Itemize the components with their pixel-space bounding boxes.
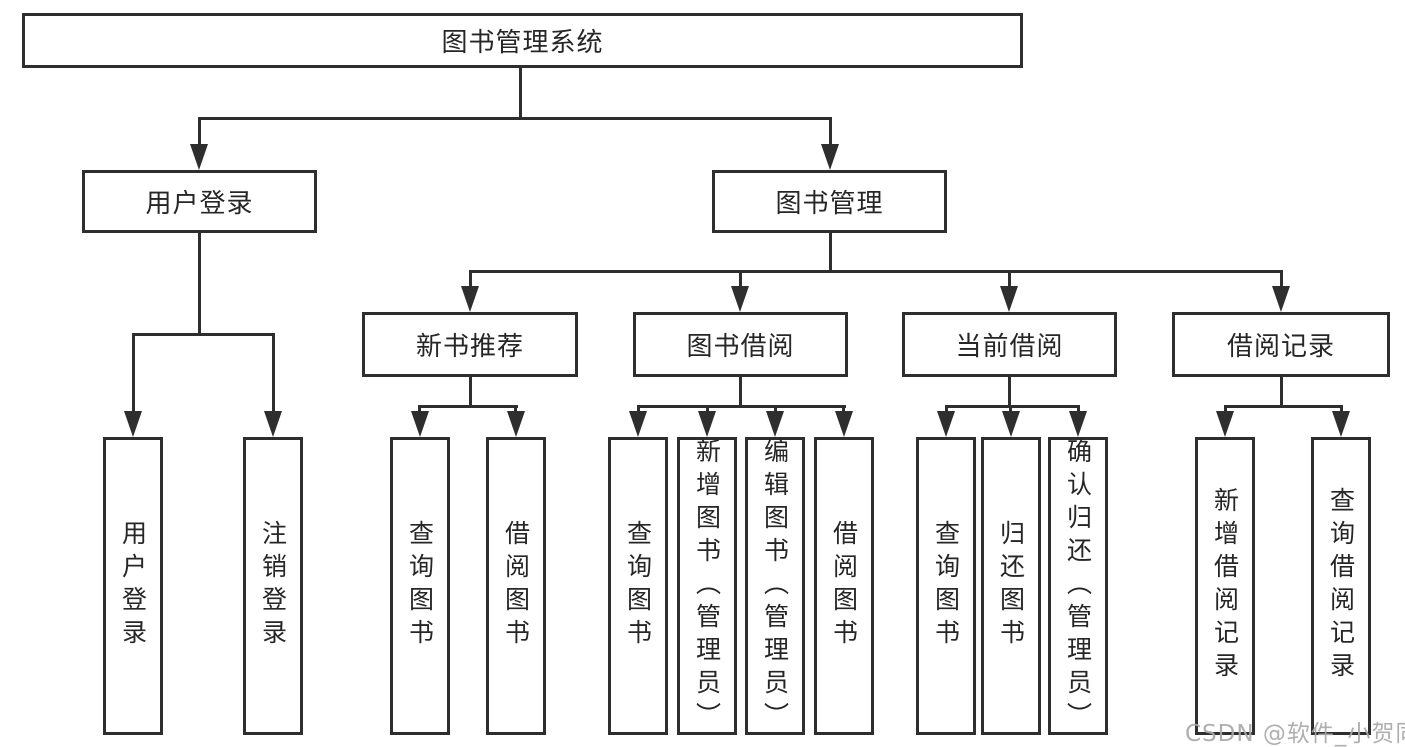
node-label: 图书借阅 — [686, 332, 795, 362]
node-book-management: 图书管理 — [712, 170, 947, 233]
connector-group-drop — [1280, 377, 1283, 408]
node-label: 借阅图书 — [501, 520, 531, 652]
arrowhead — [698, 411, 716, 437]
node-label: 图书管理 — [775, 189, 884, 219]
arrowhead — [1000, 286, 1018, 312]
arrowhead — [821, 144, 839, 170]
arrowhead — [629, 411, 647, 437]
arrowhead — [190, 144, 208, 170]
node-borrowing-records: 借阅记录 — [1172, 312, 1390, 377]
connector-book-mgmt-drop — [829, 233, 832, 273]
arrowhead — [411, 411, 429, 437]
leaf-borrow-books-2: 借阅图书 — [814, 437, 874, 735]
connector-group-drop — [739, 377, 742, 408]
leaf-add-borrow-record: 新增借阅记录 — [1195, 437, 1255, 735]
arrowhead — [507, 411, 525, 437]
arrowhead — [461, 286, 479, 312]
arrowhead — [1216, 411, 1234, 437]
leaf-query-borrow-record: 查询借阅记录 — [1311, 437, 1371, 735]
node-label: 当前借阅 — [955, 332, 1064, 362]
leaf-edit-books-admin: 编辑图书（管理员） — [745, 437, 805, 735]
connector-group-rail — [945, 405, 1080, 408]
connector-drop-current-borrow — [1008, 270, 1011, 292]
node-label: 注销登录 — [258, 520, 288, 652]
node-label: 确认归还（管理员） — [1063, 437, 1093, 735]
connector-group-rail — [418, 405, 518, 408]
arrowhead — [766, 411, 784, 437]
leaf-logout: 注销登录 — [243, 437, 303, 735]
csdn-watermark: CSDN @软件_小贺同学 — [1185, 721, 1405, 747]
node-label: 新书推荐 — [415, 332, 524, 362]
node-current-borrowing: 当前借阅 — [902, 312, 1117, 377]
node-label: 查询图书 — [623, 520, 653, 652]
node-root-library-system: 图书管理系统 — [22, 13, 1023, 68]
node-label: 查询图书 — [405, 520, 435, 652]
node-label: 借阅图书 — [829, 520, 859, 652]
arrowhead — [1069, 411, 1087, 437]
arrowhead — [264, 411, 282, 437]
connector-group-rail — [1224, 405, 1343, 408]
connector-level2-rail — [469, 270, 1283, 273]
leaf-user-login: 用户登录 — [103, 437, 163, 735]
connector-drop-leaf — [132, 333, 135, 417]
leaf-return-books: 归还图书 — [981, 437, 1041, 735]
leaf-query-books-2: 查询图书 — [608, 437, 668, 735]
leaf-confirm-return-admin: 确认归还（管理员） — [1048, 437, 1108, 735]
arrowhead — [1002, 411, 1020, 437]
connector-group-rail — [637, 405, 846, 408]
connector-drop-borrow-records — [1280, 270, 1283, 292]
leaf-add-books-admin: 新增图书（管理员） — [677, 437, 737, 735]
node-label: 用户登录 — [145, 189, 254, 219]
connector-level1-rail — [198, 117, 832, 120]
leaf-query-books-3: 查询图书 — [916, 437, 976, 735]
connector-drop-book-mgmt — [829, 117, 832, 149]
node-label: 用户登录 — [118, 520, 148, 652]
node-label: 归还图书 — [996, 520, 1026, 652]
connector-group-drop — [1008, 377, 1011, 408]
connector-group-drop — [469, 377, 472, 408]
arrowhead — [124, 411, 142, 437]
arrowhead — [731, 286, 749, 312]
arrowhead — [835, 411, 853, 437]
node-label: 编辑图书（管理员） — [760, 437, 790, 735]
node-label: 借阅记录 — [1226, 332, 1335, 362]
connector-drop-book-borrow — [739, 270, 742, 292]
node-label: 新增图书（管理员） — [692, 437, 722, 735]
connector-drop-new-books — [469, 270, 472, 292]
arrowhead — [1332, 411, 1350, 437]
node-new-book-recommend: 新书推荐 — [362, 312, 578, 377]
node-label: 图书管理系统 — [441, 28, 604, 58]
connector-drop-user-login — [198, 117, 201, 149]
connector-user-login-rail — [132, 333, 275, 336]
leaf-query-books-1: 查询图书 — [390, 437, 450, 735]
node-label: 查询图书 — [931, 520, 961, 652]
connector-drop-leaf — [272, 333, 275, 417]
node-book-borrowing: 图书借阅 — [633, 312, 848, 377]
arrowhead — [937, 411, 955, 437]
connector-user-login-drop — [198, 233, 201, 336]
arrowhead — [1272, 286, 1290, 312]
leaf-borrow-books-1: 借阅图书 — [486, 437, 546, 735]
connector-root-drop — [519, 68, 522, 117]
node-user-login: 用户登录 — [82, 170, 317, 233]
node-label: 查询借阅记录 — [1326, 487, 1356, 685]
node-label: 新增借阅记录 — [1210, 487, 1240, 685]
